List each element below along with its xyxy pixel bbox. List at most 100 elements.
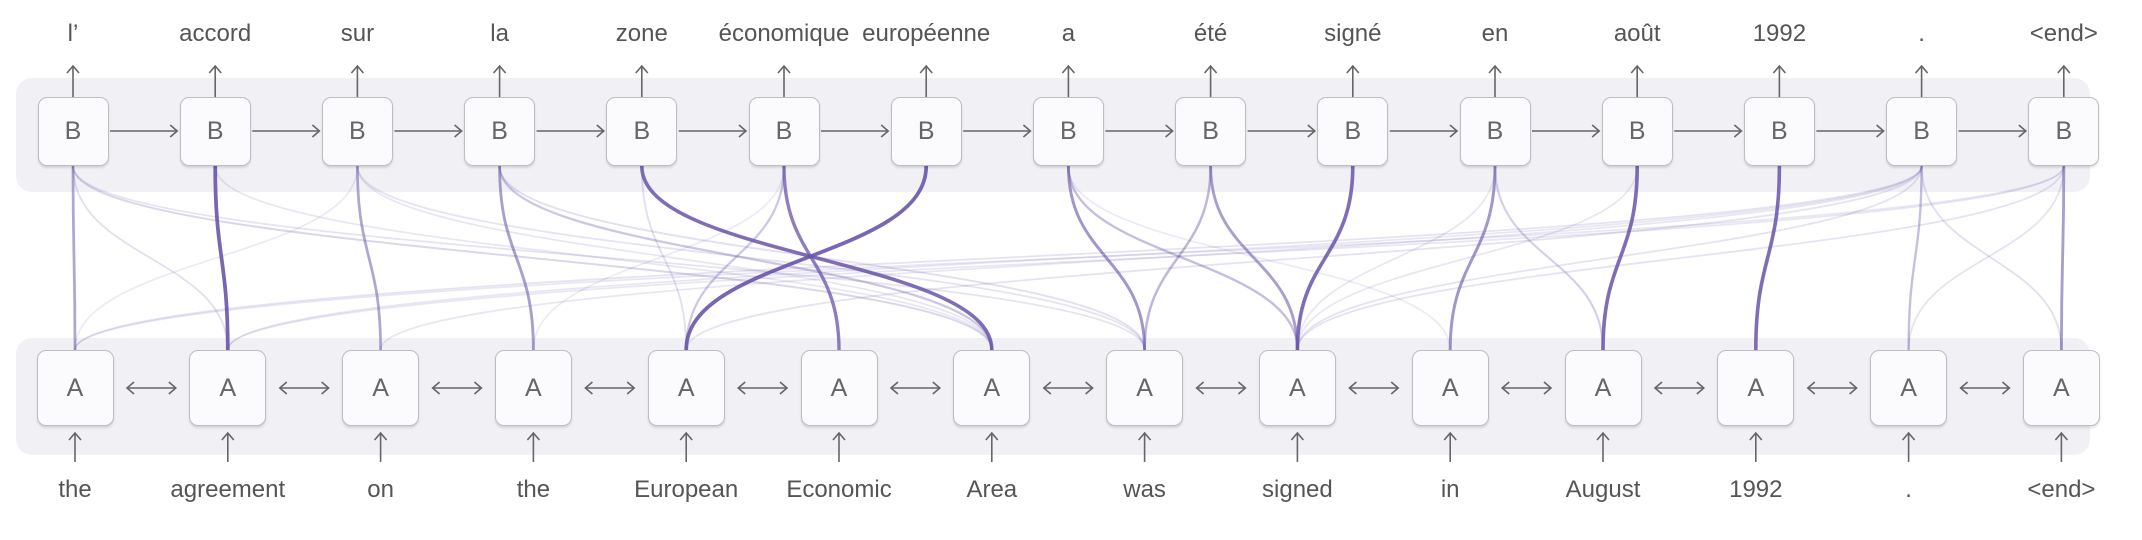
- input-word: the: [58, 476, 92, 503]
- attention-link: [685, 165, 786, 351]
- arrowhead-icon: [454, 124, 463, 138]
- input-word: <end>: [2027, 476, 2096, 503]
- decoder-cell: B: [1317, 97, 1389, 166]
- arrowhead-icon: [1849, 381, 1858, 395]
- arrowhead-icon: [1488, 64, 1502, 74]
- arrowhead-icon: [584, 381, 593, 395]
- output-word: en: [1481, 20, 1509, 47]
- decoder-cell: B: [606, 97, 678, 166]
- encoder-cell: A: [342, 350, 420, 426]
- output-word: l’: [67, 20, 79, 47]
- arrowhead-icon: [1653, 381, 1663, 395]
- output-word: la: [490, 20, 509, 47]
- attention-link: [1143, 165, 1212, 351]
- encoder-cell: A: [1717, 350, 1795, 426]
- attention-link: [1296, 165, 1639, 351]
- attention-link: [1295, 165, 1355, 351]
- arrowhead-icon: [1061, 64, 1076, 74]
- decoder-cell: B: [179, 97, 251, 166]
- arrowhead-icon: [169, 124, 179, 138]
- attention-link: [74, 165, 1923, 351]
- attention-link: [72, 165, 1146, 351]
- arrowhead-icon: [635, 64, 649, 74]
- arrowhead-icon: [321, 381, 330, 395]
- attention-link: [226, 165, 1923, 351]
- attention-link: [1493, 165, 1605, 351]
- arrowhead-icon: [350, 64, 365, 74]
- decoder-cell: B: [1601, 97, 1673, 166]
- attention-link: [640, 165, 688, 351]
- input-word: in: [1440, 476, 1460, 503]
- arrowhead-icon: [596, 124, 606, 138]
- arrowhead-icon: [168, 381, 178, 395]
- arrowhead-icon: [2001, 381, 2011, 395]
- arrowhead-icon: [1042, 381, 1052, 395]
- output-word: <end>: [2029, 20, 2098, 47]
- attention-link: [498, 165, 535, 351]
- arrowhead-icon: [1346, 64, 1360, 74]
- arrowhead-icon: [1591, 124, 1601, 138]
- decoder-cell: B: [748, 97, 820, 166]
- attention-link: [213, 165, 230, 351]
- arrowhead-icon: [1203, 64, 1218, 74]
- arrowhead-icon: [1749, 431, 1763, 441]
- output-word: signé: [1324, 20, 1382, 47]
- arrowhead-icon: [2018, 124, 2028, 138]
- output-word: 1992: [1752, 20, 1807, 47]
- arrowhead-icon: [1195, 381, 1205, 395]
- attention-link: [498, 165, 1146, 351]
- arrowhead-icon: [1596, 431, 1610, 441]
- input-word: European: [634, 476, 739, 503]
- attention-link: [1067, 165, 1299, 351]
- arrowhead-icon: [932, 381, 942, 395]
- arrowhead-icon: [431, 381, 441, 395]
- attention-link: [226, 165, 2065, 351]
- arrowhead-icon: [985, 431, 999, 441]
- attention-link: [72, 165, 229, 351]
- input-word: August: [1565, 476, 1641, 503]
- input-word: Area: [966, 476, 1018, 503]
- arrowhead-icon: [68, 431, 82, 441]
- decoder-cell: B: [1032, 97, 1104, 166]
- attention-link: [1296, 165, 1496, 351]
- attention-link: [1067, 165, 1452, 351]
- attention-link: [1066, 165, 1147, 351]
- attention-link: [1296, 165, 2065, 351]
- arrowhead-icon: [679, 431, 693, 441]
- decoder-cell: B: [1886, 97, 1958, 166]
- arrowhead-icon: [1914, 64, 1929, 74]
- arrowhead-icon: [1237, 381, 1247, 395]
- arrowhead-icon: [1137, 431, 1152, 441]
- attention-link: [1907, 165, 1923, 351]
- attention-link: [1601, 165, 1640, 351]
- arrowhead-icon: [278, 381, 288, 395]
- attention-link: [1907, 165, 2065, 351]
- attention-link: [379, 165, 1923, 351]
- attention-link: [74, 165, 359, 351]
- arrowhead-icon: [311, 124, 321, 138]
- input-word: .: [1905, 476, 1912, 503]
- arrowhead-icon: [626, 381, 636, 395]
- arrowhead-icon: [1449, 124, 1459, 138]
- arrowhead-icon: [1696, 381, 1706, 395]
- arrowhead-icon: [919, 64, 933, 74]
- attention-link: [1753, 165, 1782, 351]
- arrowhead-icon: [1901, 431, 1916, 441]
- attention-link: [684, 165, 929, 351]
- encoder-cell: A: [1258, 350, 1336, 426]
- arrowhead-icon: [125, 381, 135, 395]
- arrowhead-icon: [1959, 381, 1969, 395]
- arrowhead-icon: [473, 381, 483, 395]
- output-word: accord: [179, 20, 252, 47]
- encoder-cell: A: [1411, 350, 1489, 426]
- encoder-cell: A: [800, 350, 878, 426]
- attention-link: [71, 165, 77, 351]
- decoder-cell: B: [1743, 97, 1815, 166]
- arrowhead-icon: [1543, 381, 1553, 395]
- arrowhead-icon: [66, 64, 80, 74]
- arrowhead-icon: [736, 381, 746, 395]
- decoder-cell: B: [2028, 97, 2100, 166]
- decoder-cell: B: [890, 97, 962, 166]
- output-word: sur: [340, 20, 375, 47]
- attention-link: [532, 165, 785, 351]
